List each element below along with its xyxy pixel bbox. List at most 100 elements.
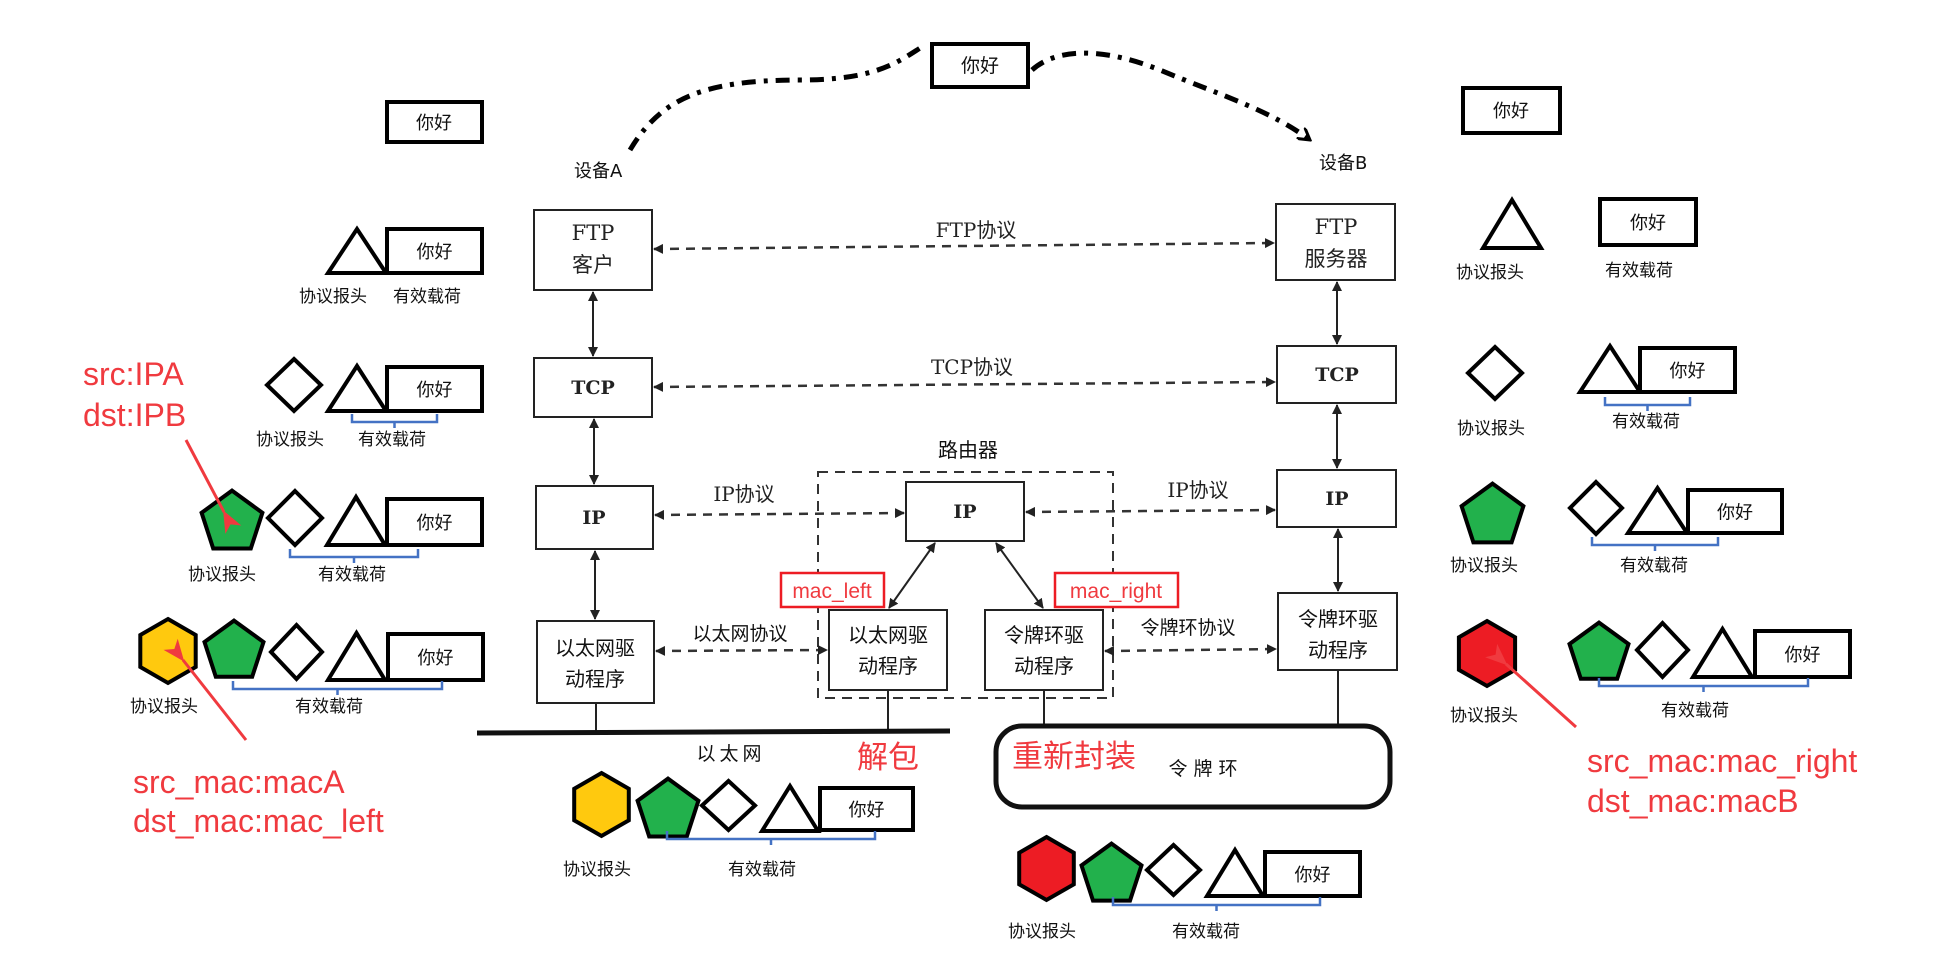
payload-text: 你好: [1493, 101, 1529, 122]
ip-header-pentagon: [1079, 841, 1144, 903]
ip-protocol-arrow-left: [654, 508, 905, 520]
payload-label: 有效载荷: [1620, 556, 1688, 576]
ethernet-protocol-arrow: [655, 645, 828, 656]
payload-label: 有效载荷: [295, 697, 363, 717]
packet-ethernet-bottom: 你好协议报头有效载荷: [563, 770, 915, 880]
mac-right-tag: [1053, 571, 1180, 609]
payload-box: [385, 365, 484, 413]
router-token-driver-box: [984, 609, 1104, 691]
tcp-label-b: TCP: [1315, 364, 1359, 386]
payload-box: [385, 227, 484, 275]
token-driver-box-b: [1277, 592, 1398, 671]
header-label: 协议报头: [299, 287, 367, 307]
eth-driver-label-a-1: 以太网驱: [555, 636, 635, 660]
annotations: src:IPA dst:IPB src_mac:macA dst_mac:mac…: [83, 356, 1857, 839]
payload-box: [1638, 346, 1737, 394]
payload-label: 有效载荷: [728, 860, 796, 880]
ftp-server-label-2: 服务器: [1305, 247, 1368, 271]
payload-label: 有效载荷: [1605, 261, 1673, 281]
transport-header-diamond: [268, 622, 325, 682]
ethernet-header-hexagon: [138, 616, 198, 686]
tcp-header-triangle: [758, 782, 822, 833]
device-b-label: 设备B: [1319, 153, 1367, 174]
payload-box: [1263, 850, 1362, 898]
transport-header-diamond: [1634, 620, 1691, 680]
packet-app-right: 你好: [1461, 86, 1562, 135]
tcp-header-triangle: [1689, 625, 1756, 679]
router-eth-driver-box: [828, 609, 948, 691]
payload-text: 你好: [1630, 213, 1666, 234]
ethernet-protocol-label: 以太网协议: [692, 623, 787, 645]
ip-protocol-label-right: IP协议: [1167, 478, 1228, 502]
ftp-client-label-2: 客户: [572, 253, 614, 277]
payload-label: 有效载荷: [318, 565, 386, 585]
tcp-header-triangle: [323, 493, 389, 547]
payload-brace: [665, 831, 877, 845]
transport-header-diamond: [1144, 842, 1203, 898]
packet-eth-left: 你好协议报头有效载荷: [130, 616, 485, 717]
peer-protocols: FTP协议 TCP协议 IP协议 IP协议 以太网协议 令牌环协议: [653, 218, 1277, 656]
tcp-box-b: [1276, 345, 1397, 404]
ethernet-bus: [476, 728, 951, 736]
payload-brace: [1603, 397, 1692, 411]
ftp-client-label-1: FTP: [572, 221, 615, 245]
router-eth-driver-label-2: 动程序: [858, 654, 918, 678]
token-ring: [993, 723, 1393, 810]
token-protocol-arrow: [1104, 644, 1277, 656]
ip-addr-dst: dst:IPB: [83, 397, 186, 433]
token-ring-header-hexagon: [1017, 834, 1076, 903]
ethernet-label: 以太网: [696, 743, 765, 765]
transfer-curve-left: [627, 42, 927, 152]
stack-a: FTP 客户 TCP IP 以太网驱 动程序: [533, 209, 655, 732]
tcp-header-triangle: [1576, 342, 1644, 394]
packet-tcp-left: 你好协议报头有效载荷: [256, 356, 484, 450]
ftp-server-box: [1275, 203, 1396, 281]
payload-brace: [231, 681, 444, 695]
transport-header-diamond: [699, 778, 758, 833]
ip-header-pentagon: [635, 776, 701, 839]
payload-text: 你好: [417, 380, 453, 401]
ftp-protocol-label: FTP协议: [936, 218, 1017, 242]
device-a-label: 设备A: [574, 161, 623, 182]
tcp-header-triangle: [324, 362, 390, 413]
packet-ip-left: 你好协议报头有效载荷: [188, 488, 484, 585]
payload-box: [1753, 629, 1852, 679]
header-label: 协议报头: [130, 697, 198, 717]
ip-protocol-arrow-right: [1025, 505, 1276, 517]
ip-label-b: IP: [1325, 488, 1348, 510]
transport-header-diamond: [265, 488, 325, 548]
token-protocol-label: 令牌环协议: [1140, 617, 1235, 639]
packets: 你好你好协议报头有效载荷你好协议报头有效载荷你好协议报头有效载荷你好协议报头有效…: [130, 86, 1852, 942]
ftp-server-label-1: FTP: [1315, 215, 1358, 239]
tcp-header-triangle: [324, 225, 390, 275]
payload-label: 有效载荷: [1172, 922, 1240, 942]
payload-box: [1598, 197, 1698, 247]
ip-addr-src: src:IPA: [83, 356, 184, 392]
header-label: 协议报头: [1456, 263, 1524, 283]
packet-ip-right: 你好协议报头有效载荷: [1450, 479, 1784, 576]
token-driver-label-b-1: 令牌环驱: [1298, 607, 1378, 631]
payload-text: 你好: [1785, 645, 1821, 666]
packet-token-right: 你好协议报头有效载荷: [1450, 618, 1852, 726]
tcp-header-triangle: [324, 629, 389, 682]
repack-label: 重新封装: [1012, 739, 1136, 774]
transfer-curve-right: [1030, 50, 1310, 143]
tcp-box-a: [533, 357, 653, 418]
payload-box: [386, 632, 485, 682]
ip-box-a: [535, 485, 654, 550]
token-driver-label-b-2: 动程序: [1308, 638, 1368, 662]
payload-box: [818, 786, 915, 832]
payload-text: 你好: [1670, 361, 1706, 382]
router-label: 路由器: [938, 438, 998, 462]
payload-label: 有效载荷: [393, 287, 461, 307]
tcp-header-triangle: [1203, 846, 1267, 898]
top-transfer: 你好 设备A 设备B: [574, 42, 1367, 182]
token-mac-pointer: [1485, 643, 1578, 729]
tcp-header-triangle: [1624, 484, 1691, 535]
unpack-label: 解包: [857, 740, 919, 775]
tcp-label-a: TCP: [571, 377, 615, 399]
ethernet-header-hexagon: [572, 770, 631, 839]
payload-text: 你好: [1295, 865, 1331, 886]
token-mac-dst: dst_mac:macB: [1587, 783, 1799, 819]
